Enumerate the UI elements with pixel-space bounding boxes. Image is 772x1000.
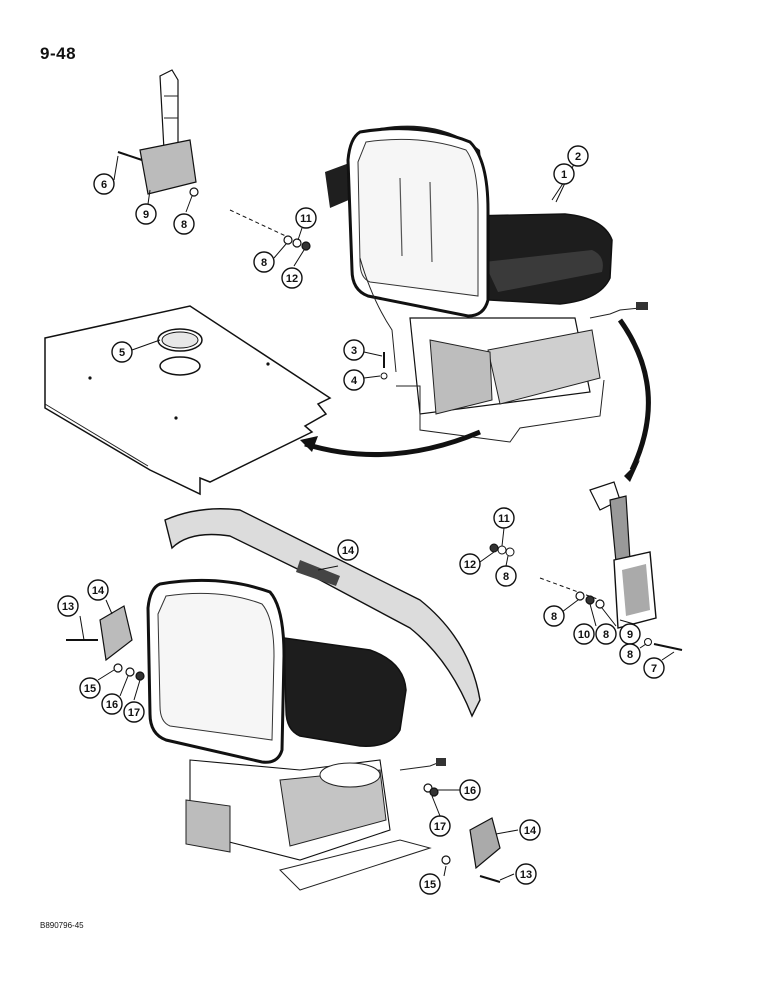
callout-5: 5 [111,341,133,363]
svg-text:8: 8 [551,611,557,623]
svg-text:8: 8 [627,649,633,661]
callout-14a: 14 [87,579,109,601]
grommet-part-5 [157,328,203,376]
hardware-upper [229,209,311,251]
buckle-right-part-9 [589,481,683,651]
svg-text:9: 9 [627,629,633,641]
callout-8d: 8 [543,605,565,627]
callout-11b: 11 [493,507,515,529]
callout-8c: 8 [495,565,517,587]
svg-text:17: 17 [128,707,140,719]
callout-6: 6 [93,173,115,195]
svg-text:8: 8 [603,629,609,641]
callout-2: 2 [567,145,589,167]
callout-9a: 9 [135,203,157,225]
callout-4: 4 [343,369,365,391]
hardware-right [489,543,605,609]
seat-assembly-upper [325,125,648,443]
drawing-code: B890796-45 [40,921,84,930]
callout-12a: 12 [281,267,303,289]
callout-11a: 11 [295,207,317,229]
callout-10: 10 [573,623,595,645]
callout-15a: 15 [79,677,101,699]
svg-text:16: 16 [106,699,118,711]
svg-text:2: 2 [575,151,581,163]
callout-16a: 16 [101,693,123,715]
svg-text:14: 14 [92,585,105,597]
svg-text:6: 6 [101,179,107,191]
callout-15b: 15 [419,873,441,895]
callout-7: 7 [643,657,665,679]
seat-assembly-lower [146,508,481,891]
page-number: 9-48 [40,44,77,63]
callout-8f: 8 [619,643,641,665]
svg-text:12: 12 [464,559,476,571]
callout-13b: 13 [515,863,537,885]
callout-8e: 8 [595,623,617,645]
bolt-part-3 [380,352,388,380]
svg-text:14: 14 [524,825,537,837]
svg-text:13: 13 [520,869,532,881]
anchor-right-part-14 [423,783,501,883]
svg-text:7: 7 [651,663,657,675]
svg-text:11: 11 [300,213,312,225]
callout-3: 3 [343,339,365,361]
svg-text:8: 8 [503,571,509,583]
callout-12b: 12 [459,553,481,575]
svg-text:10: 10 [578,629,590,641]
callout-14b: 14 [337,539,359,561]
svg-text:16: 16 [464,785,476,797]
callout-17b: 17 [429,815,451,837]
callout-16b: 16 [459,779,481,801]
svg-text:15: 15 [84,683,96,695]
svg-text:13: 13 [62,601,74,613]
svg-text:17: 17 [434,821,446,833]
svg-text:14: 14 [342,545,355,557]
svg-text:1: 1 [561,169,567,181]
svg-text:12: 12 [286,273,298,285]
callout-1: 1 [553,163,575,185]
svg-text:4: 4 [351,375,358,387]
svg-text:8: 8 [261,257,267,269]
svg-text:11: 11 [498,513,510,525]
callout-14c: 14 [519,819,541,841]
anchor-left-part-14 [66,605,145,681]
svg-text:9: 9 [143,209,149,221]
callout-17a: 17 [123,701,145,723]
svg-text:8: 8 [181,219,187,231]
callout-8a: 8 [173,213,195,235]
callout-9b: 9 [619,623,641,645]
svg-text:5: 5 [119,347,125,359]
svg-text:15: 15 [424,879,436,891]
callout-13a: 13 [57,595,79,617]
callout-8b: 8 [253,251,275,273]
buckle-left-part-9 [117,69,199,197]
svg-text:3: 3 [351,345,357,357]
